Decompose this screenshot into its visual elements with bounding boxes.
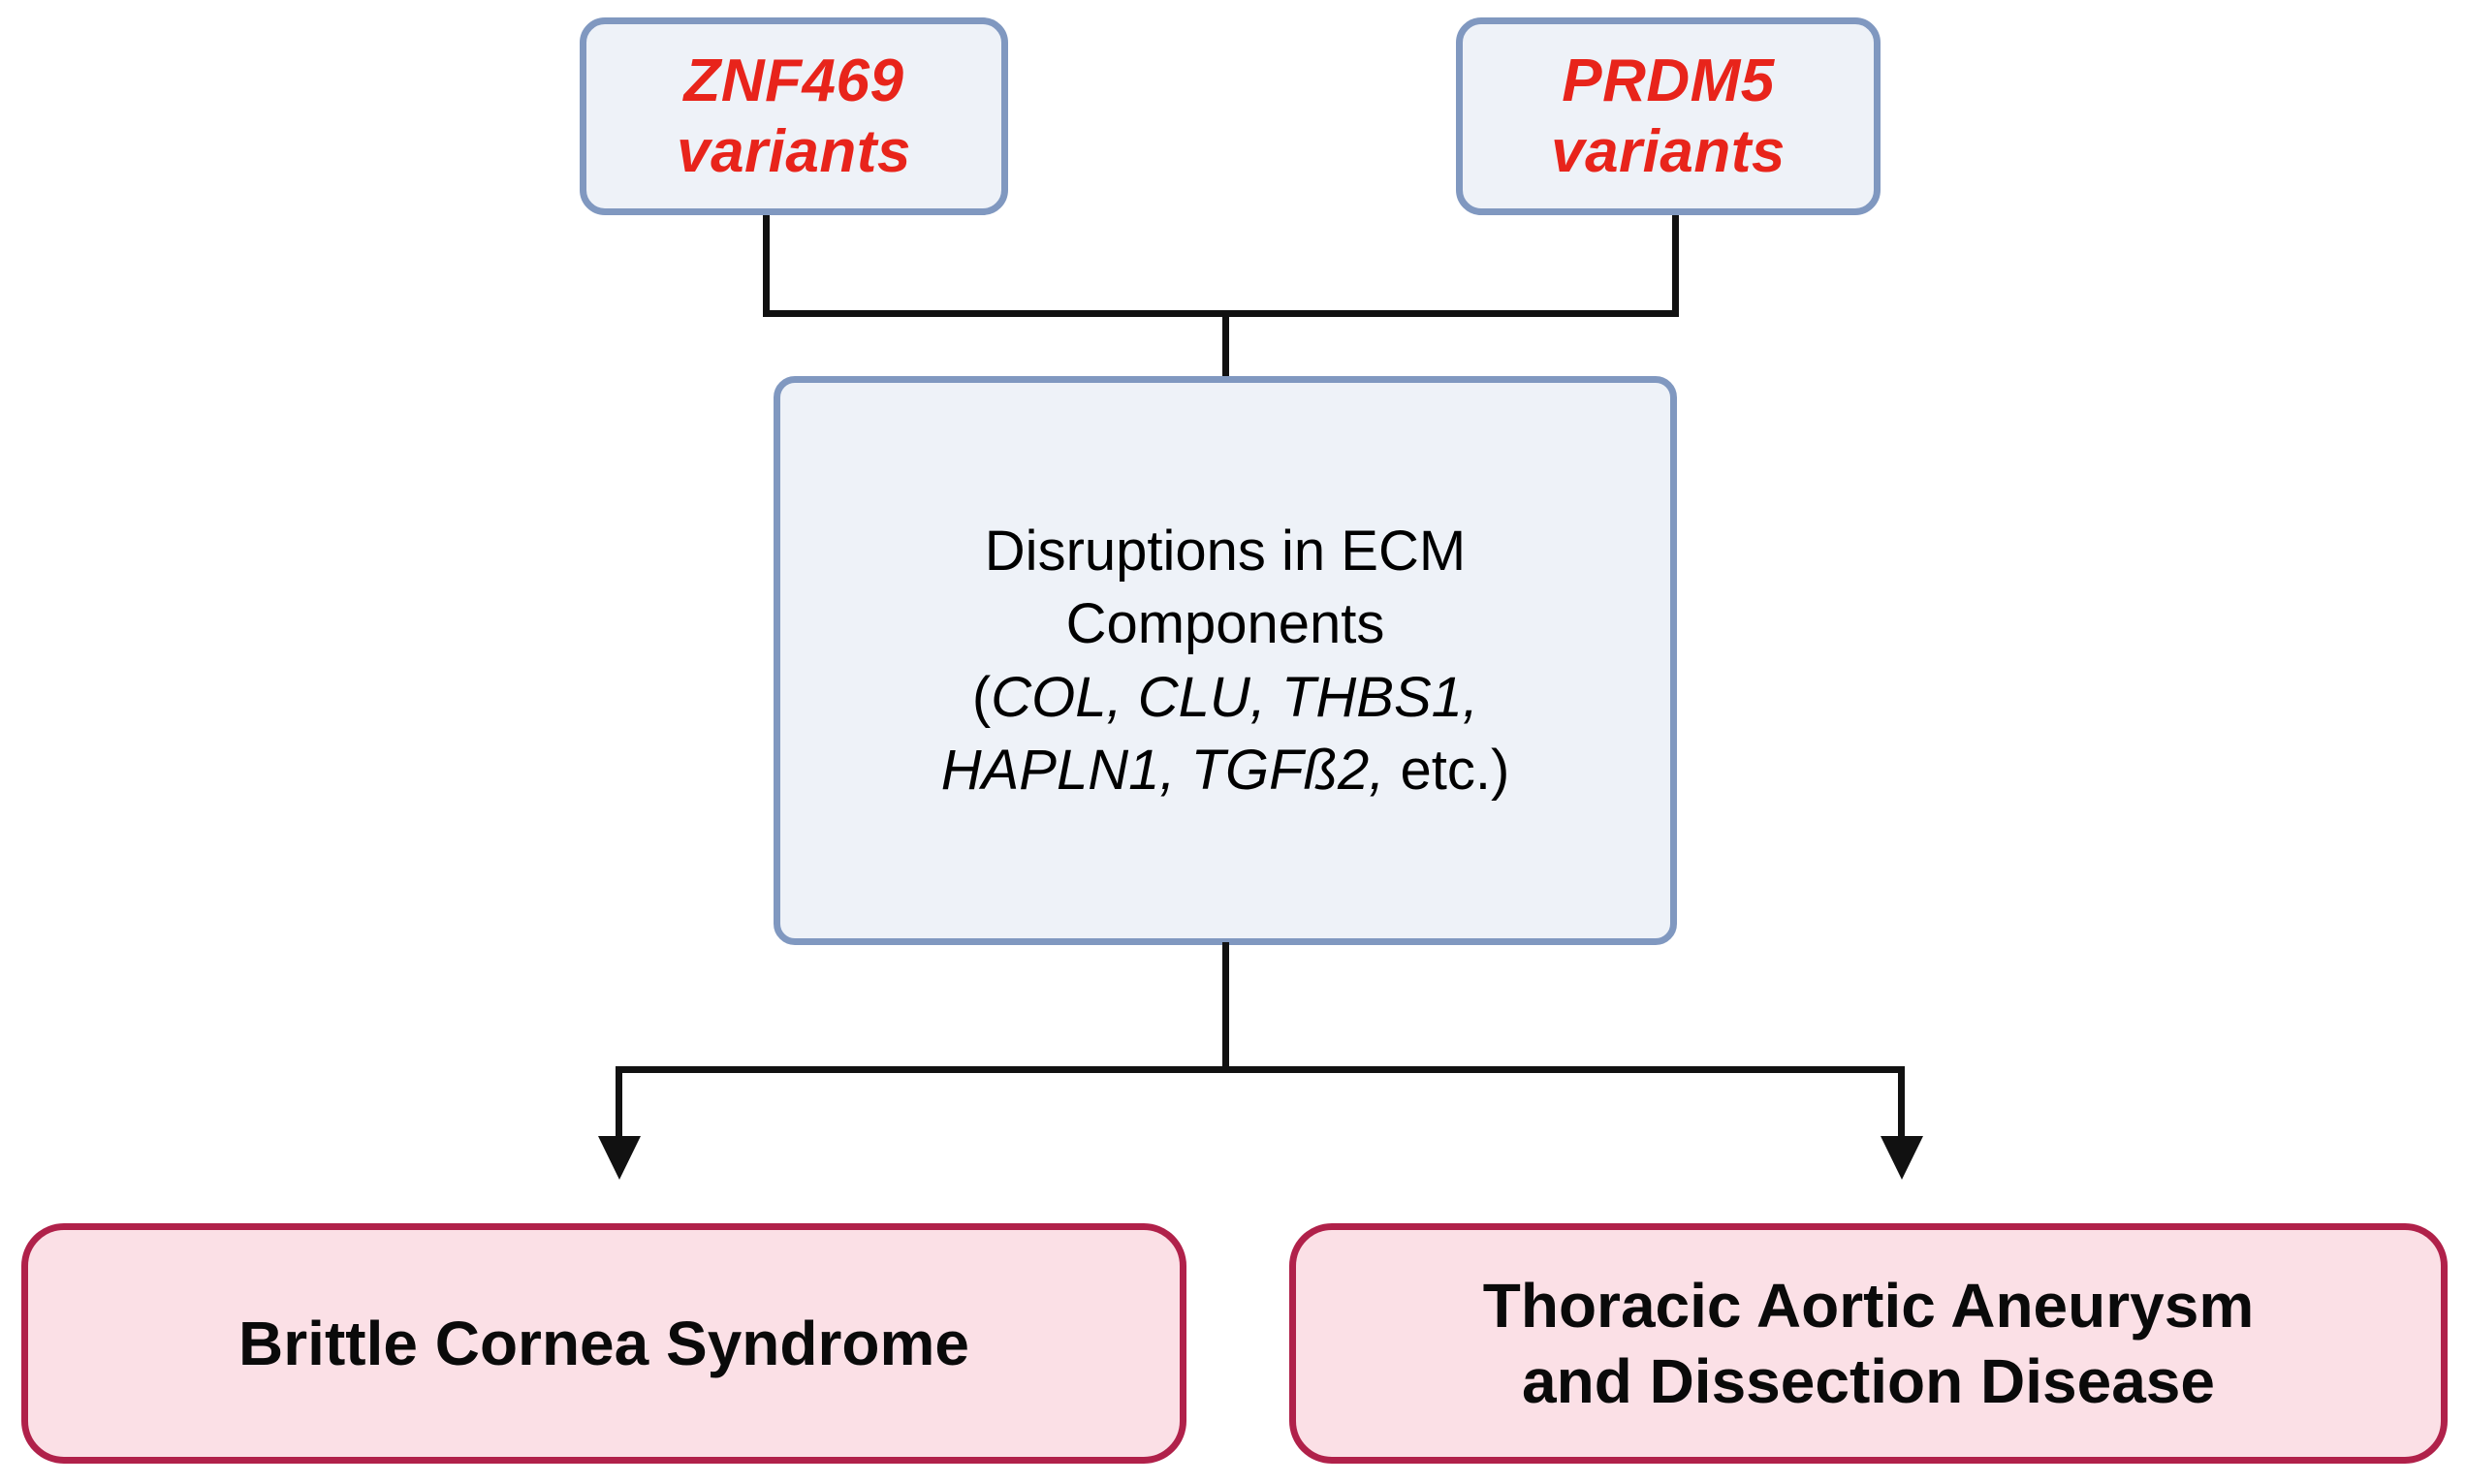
edge-prdm5-stub: [1672, 215, 1679, 316]
node-ecm-line2: Components: [1065, 592, 1385, 656]
node-ecm-genes-line2: HAPLN1, TGFß2,: [940, 738, 1385, 802]
edge-left-stem: [616, 1066, 622, 1139]
node-prdm5-variants[interactable]: PRDM5 variants: [1456, 17, 1881, 215]
node-thoracic-aortic-aneurysm[interactable]: Thoracic Aortic Aneurysm and Dissection …: [1289, 1223, 2448, 1464]
arrowhead-down-left-icon: [598, 1136, 641, 1180]
arrowhead-down-right-icon: [1881, 1136, 1923, 1180]
node-thoracic-aortic-line1: Thoracic Aortic Aneurysm: [1482, 1270, 2255, 1341]
node-brittle-cornea-syndrome[interactable]: Brittle Cornea Syndrome: [21, 1223, 1186, 1464]
node-znf469-line1: ZNF469: [683, 47, 904, 114]
edge-ecm-drop: [1222, 942, 1229, 1073]
node-thoracic-aortic-label: Thoracic Aortic Aneurysm and Dissection …: [1483, 1268, 2254, 1419]
node-znf469-line2: variants: [677, 118, 911, 185]
node-znf469-variants[interactable]: ZNF469 variants: [580, 17, 1008, 215]
node-ecm-label: Disruptions in ECM Components (COL, CLU,…: [924, 515, 1528, 807]
node-ecm-disruptions[interactable]: Disruptions in ECM Components (COL, CLU,…: [774, 376, 1677, 945]
node-prdm5-line2: variants: [1551, 118, 1786, 185]
node-ecm-genes-line1: COL, CLU, THBS1,: [991, 665, 1479, 729]
node-prdm5-label: PRDM5 variants: [1551, 46, 1786, 187]
node-ecm-open-paren: (: [971, 665, 992, 729]
node-brittle-cornea-syndrome-label: Brittle Cornea Syndrome: [238, 1308, 969, 1378]
edge-znf469-stub: [763, 215, 770, 316]
node-prdm5-line1: PRDM5: [1562, 47, 1775, 114]
edge-top-join-bar: [763, 310, 1679, 317]
node-ecm-etc: etc.): [1384, 738, 1510, 802]
node-znf469-label: ZNF469 variants: [677, 46, 911, 187]
node-thoracic-aortic-line2: and Dissection Disease: [1522, 1346, 2215, 1416]
edge-bottom-split-bar: [616, 1066, 1905, 1073]
edge-top-drop-to-ecm: [1222, 310, 1229, 380]
edge-right-stem: [1898, 1066, 1905, 1139]
node-ecm-line1: Disruptions in ECM: [984, 519, 1467, 583]
